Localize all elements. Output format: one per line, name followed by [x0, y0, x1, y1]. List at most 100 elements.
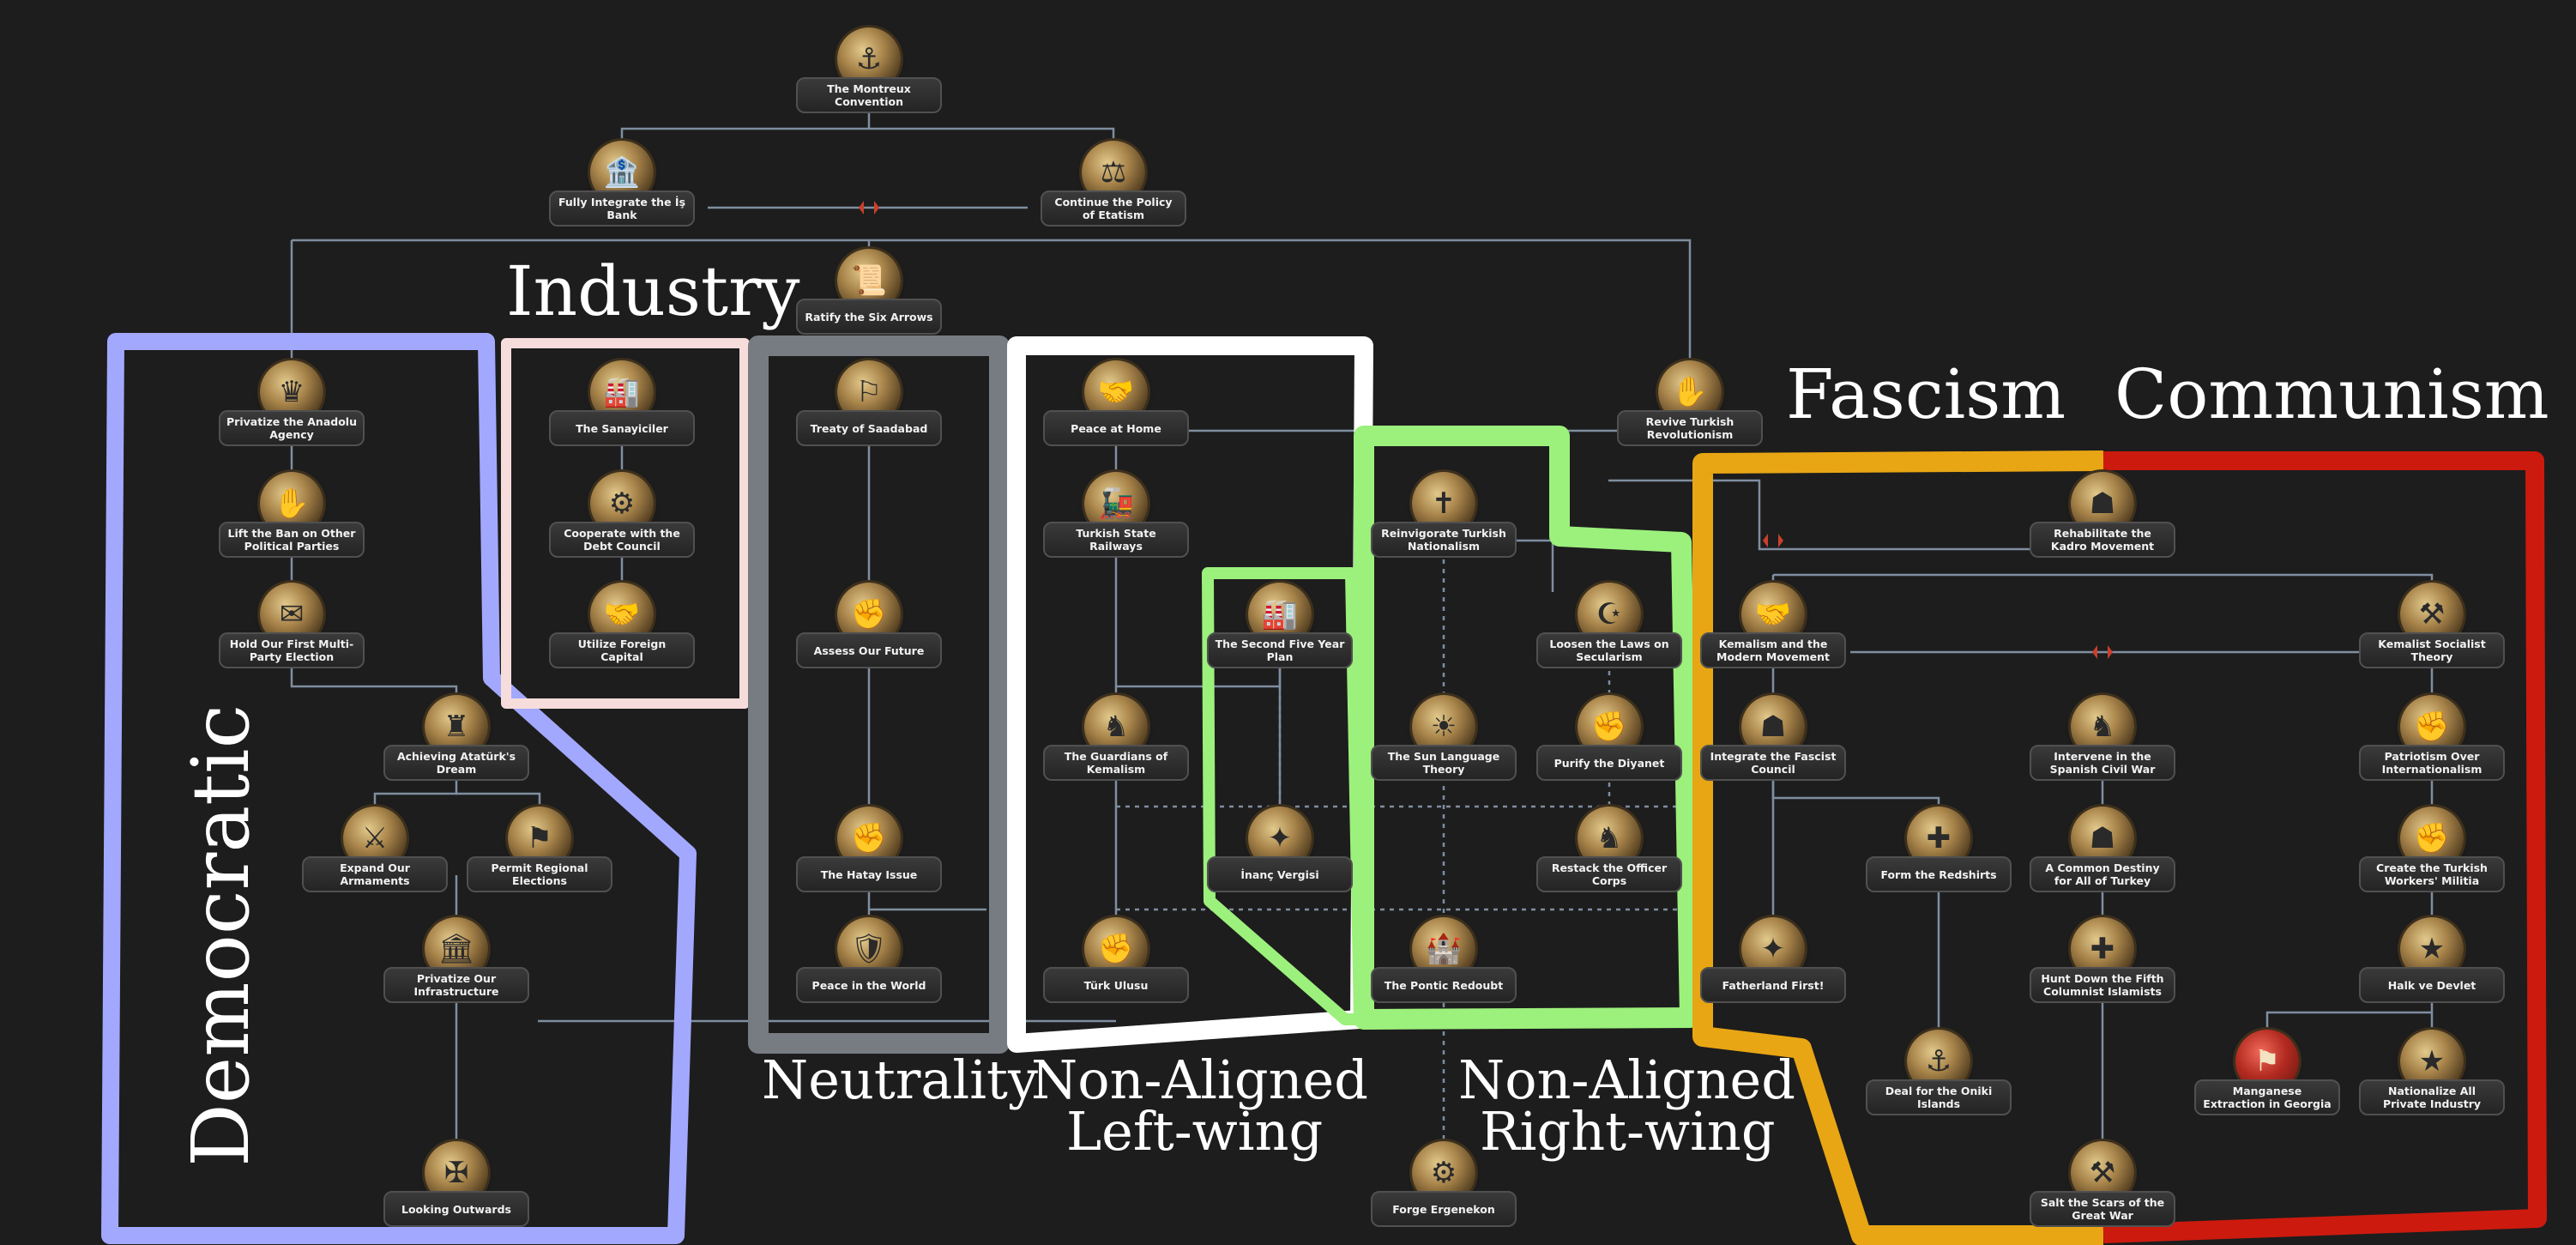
- focus-armaments[interactable]: ⚔Expand Our Armaments: [302, 807, 448, 897]
- focus-destiny[interactable]: ☗A Common Destiny for All of Turkey: [2030, 807, 2175, 897]
- focus-label: Peace in the World: [796, 967, 942, 1003]
- focus-infra[interactable]: 🏛Privatize Our Infrastructure: [383, 917, 529, 1008]
- focus-label: Forge Ergenekon: [1371, 1191, 1517, 1227]
- focus-fifth-column[interactable]: ✚Hunt Down the Fifth Columnist Islamists: [2030, 917, 2175, 1008]
- focus-label: Loosen the Laws on Secularism: [1536, 632, 1682, 668]
- focus-election[interactable]: ✉Hold Our First Multi-Party Election: [219, 583, 365, 674]
- focus-modern[interactable]: 🤝Kemalism and the Modern Movement: [1700, 583, 1846, 674]
- focus-sun-language[interactable]: ☀The Sun Language Theory: [1371, 695, 1517, 786]
- focus-label: Deal for the Oniki Islands: [1866, 1079, 2012, 1115]
- focus-reinvigorate[interactable]: ✝Reinvigorate Turkish Nationalism: [1371, 472, 1517, 563]
- focus-label: Permit Regional Elections: [467, 856, 612, 892]
- focus-label: The Guardians of Kemalism: [1043, 745, 1189, 781]
- focus-label: Form the Redshirts: [1866, 856, 2012, 892]
- focus-label: Ratify the Six Arrows: [796, 299, 942, 335]
- focus-peace-world[interactable]: 🛡Peace in the World: [796, 917, 942, 1008]
- focus-turk-ulusu[interactable]: ✊Türk Ulusu: [1043, 917, 1189, 1008]
- focus-ergenekon[interactable]: ⚙Forge Ergenekon: [1371, 1141, 1517, 1232]
- focus-label: Privatize the Anadolu Agency: [219, 410, 365, 446]
- focus-etatism[interactable]: ⚖Continue the Policy of Etatism: [1041, 141, 1186, 232]
- focus-outwards[interactable]: ✠Looking Outwards: [383, 1141, 529, 1232]
- focus-label: Intervene in the Spanish Civil War: [2030, 745, 2175, 781]
- focus-militia[interactable]: ✊Create the Turkish Workers' Militia: [2359, 807, 2505, 897]
- region-outline-nonaligned-left-inner: [1202, 567, 1366, 1025]
- focus-label: The Hatay Issue: [796, 856, 942, 892]
- region-label-neutrality: Neutrality: [762, 1049, 1038, 1111]
- prerequisite-line: [1773, 573, 2434, 592]
- focus-halk[interactable]: ★Halk ve Devlet: [2359, 917, 2505, 1008]
- focus-debt[interactable]: ⚙Cooperate with the Debt Council: [549, 472, 695, 563]
- focus-inanc[interactable]: ✦İnanç Vergisi: [1207, 807, 1353, 897]
- focus-officer[interactable]: ♞Restack the Officer Corps: [1536, 807, 1682, 897]
- focus-saadabad[interactable]: ⚐Treaty of Saadabad: [796, 360, 942, 451]
- focus-scars[interactable]: ⚒Salt the Scars of the Great War: [2030, 1141, 2175, 1232]
- region-outline-industry: [501, 338, 750, 709]
- focus-montreux[interactable]: ⚓The Montreux Convention: [796, 27, 942, 118]
- focus-label: Kemalist Socialist Theory: [2359, 632, 2505, 668]
- region-label-right-1: Non-Aligned: [1458, 1049, 1795, 1111]
- focus-pontic[interactable]: 🏰The Pontic Redoubt: [1371, 917, 1517, 1008]
- focus-kadro[interactable]: ☗Rehabilitate the Kadro Movement: [2030, 472, 2175, 563]
- region-outline-democratic: [101, 333, 697, 1244]
- focus-ataturk[interactable]: ♜Achieving Atatürk's Dream: [383, 695, 529, 786]
- focus-label: Create the Turkish Workers' Militia: [2359, 856, 2505, 892]
- prerequisite-line: [456, 792, 541, 811]
- focus-six-arrows[interactable]: 📜Ratify the Six Arrows: [796, 249, 942, 340]
- focus-label: Assess Our Future: [796, 632, 942, 668]
- focus-future[interactable]: ✊Assess Our Future: [796, 583, 942, 674]
- focus-label: The Sanayiciler: [549, 410, 695, 446]
- focus-is-bank[interactable]: 🏦Fully Integrate the İş Bank: [549, 141, 695, 232]
- focus-label: Looking Outwards: [383, 1191, 529, 1227]
- focus-nationalize[interactable]: ★Nationalize All Private Industry: [2359, 1030, 2505, 1121]
- region-outline-communism: [2102, 451, 2547, 1243]
- focus-revive[interactable]: ✋Revive Turkish Revolutionism: [1617, 360, 1763, 451]
- focus-label: Privatize Our Infrastructure: [383, 967, 529, 1003]
- exclusive-marker-icon: [859, 201, 879, 215]
- focus-label: İnanç Vergisi: [1207, 856, 1353, 892]
- focus-label: Expand Our Armaments: [302, 856, 448, 892]
- region-outlines: [101, 333, 2547, 1245]
- focus-ban[interactable]: ✋Lift the Ban on Other Political Parties: [219, 472, 365, 563]
- focus-label: Revive Turkish Revolutionism: [1617, 410, 1763, 446]
- focus-manganese[interactable]: ⚑Manganese Extraction in Georgia: [2194, 1030, 2340, 1121]
- focus-kemalist-socialist[interactable]: ⚒Kemalist Socialist Theory: [2359, 583, 2505, 674]
- focus-hatay[interactable]: ✊The Hatay Issue: [796, 807, 942, 897]
- prerequisite-line: [2265, 1011, 2432, 1034]
- focus-guardians[interactable]: ♞The Guardians of Kemalism: [1043, 695, 1189, 786]
- focus-label: Fatherland First!: [1700, 967, 1846, 1003]
- focus-oniki[interactable]: ⚓Deal for the Oniki Islands: [1866, 1030, 2012, 1121]
- region-outline-nonaligned-right: [1354, 426, 1700, 1030]
- focus-five-year[interactable]: 🏭The Second Five Year Plan: [1207, 583, 1353, 674]
- focus-label: Treaty of Saadabad: [796, 410, 942, 446]
- focus-anadolu[interactable]: ♛Privatize the Anadolu Agency: [219, 360, 365, 451]
- prerequisite-line: [290, 652, 458, 699]
- prerequisite-line: [869, 127, 1115, 146]
- focus-peace-home[interactable]: 🤝Peace at Home: [1043, 360, 1189, 451]
- focus-label: A Common Destiny for All of Turkey: [2030, 856, 2175, 892]
- exclusive-marker-icon: [2092, 645, 2113, 659]
- focus-secularism[interactable]: ☪Loosen the Laws on Secularism: [1536, 583, 1682, 674]
- focus-regional[interactable]: ⚑Permit Regional Elections: [467, 807, 612, 897]
- focus-patriotism[interactable]: ✊Patriotism Over Internationalism: [2359, 695, 2505, 786]
- focus-label: The Sun Language Theory: [1371, 745, 1517, 781]
- region-label-right-2: Right-wing: [1480, 1100, 1776, 1163]
- focus-label: Manganese Extraction in Georgia: [2194, 1079, 2340, 1115]
- focus-label: Restack the Officer Corps: [1536, 856, 1682, 892]
- focus-diyanet[interactable]: ✊Purify the Diyanet: [1536, 695, 1682, 786]
- region-label-left-1: Non-Aligned: [1031, 1049, 1368, 1111]
- focus-fascist-council[interactable]: ☗Integrate the Fascist Council: [1700, 695, 1846, 786]
- focus-label: Nationalize All Private Industry: [2359, 1079, 2505, 1115]
- region-label-industry: Industry: [506, 251, 800, 331]
- focus-redshirts[interactable]: ✚Form the Redshirts: [1866, 807, 2012, 897]
- focus-sanayiciler[interactable]: 🏭The Sanayiciler: [549, 360, 695, 451]
- focus-fatherland[interactable]: ✦Fatherland First!: [1700, 917, 1846, 1008]
- focus-label: The Second Five Year Plan: [1207, 632, 1353, 668]
- focus-foreign[interactable]: 🤝Utilize Foreign Capital: [549, 583, 695, 674]
- focus-railways[interactable]: 🚂Turkish State Railways: [1043, 472, 1189, 563]
- focus-label: Hold Our First Multi-Party Election: [219, 632, 365, 668]
- focus-spanish[interactable]: ♞Intervene in the Spanish Civil War: [2030, 695, 2175, 786]
- prerequisite-line: [292, 239, 1692, 369]
- focus-label: Türk Ulusu: [1043, 967, 1189, 1003]
